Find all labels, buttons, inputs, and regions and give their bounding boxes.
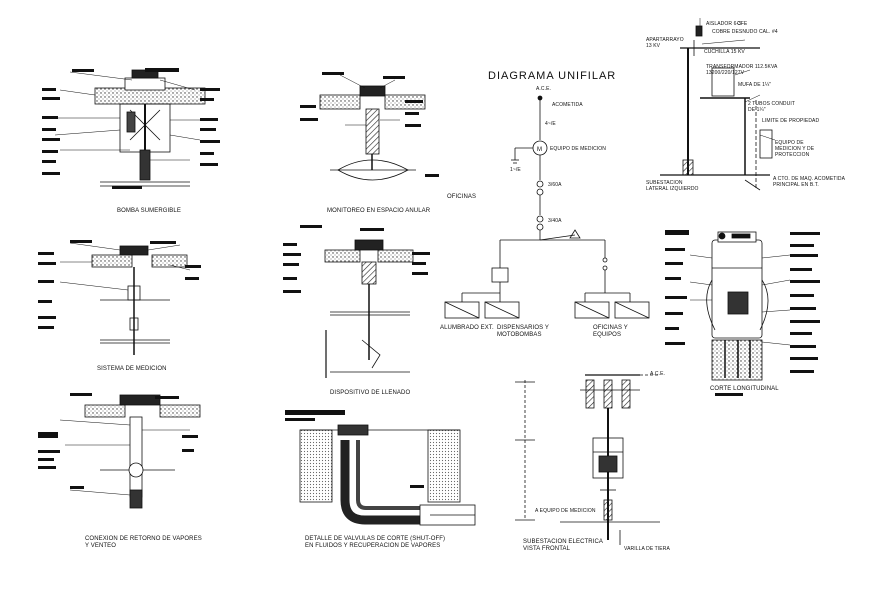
detail-medicion (38, 240, 201, 355)
substation-equipo-medicion: EQUIPO DE MEDICION Y DE PROTECCION (775, 140, 815, 158)
svg-text:M: M (537, 147, 542, 153)
unifilar-branch-2: DISPENSARIOS Y MOTOBOMBAS (497, 325, 549, 338)
front-varilla: VARILLA DE TIERA (624, 546, 670, 552)
caption-monitoreo: MONITOREO EN ESPACIO ANULAR (327, 208, 431, 214)
substation-cobre: COBRE DESNUDO CAL. #4 (712, 29, 778, 35)
detail-monitoreo (300, 72, 439, 181)
substation-front (515, 374, 660, 545)
caption-medicion: SISTEMA DE MEDICION (97, 366, 167, 372)
caption-bomba: BOMBA SUMERGIBLE (117, 208, 181, 214)
detail-llenado (283, 225, 430, 378)
unifilar-load-small: 4~/E (545, 121, 556, 127)
unifilar-breaker-b: 3/40A (548, 218, 562, 224)
caption-valvulas: DETALLE DE VALVULAS DE CORTE (SHUT-OFF) … (305, 536, 446, 549)
detail-corte-longitudinal (665, 230, 820, 396)
unifilar-branch-1: ALUMBRADO EXT. (440, 325, 494, 331)
caption-retorno: CONEXION DE RETORNO DE VAPORES Y VENTEO (85, 536, 202, 549)
unifilar-meter: EQUIPO DE MEDICION (550, 146, 606, 152)
substation-limite: LIMITE DE PROPIEDAD (762, 118, 820, 124)
substation-tubos: 2 TUBOS CONDUIT DE 1¼" (748, 101, 795, 113)
detail-retorno (38, 393, 201, 509)
caption-corte: CORTE LONGITUDINAL (710, 386, 779, 392)
detail-bomba-sumergible (42, 68, 220, 189)
substation-cuchilla: CUCHILLA 15 KV (704, 49, 745, 55)
substation-aislador: AISLADOR 6-3 (706, 21, 742, 27)
substation-side (660, 18, 776, 191)
unifilar-branch-3: OFICINAS Y EQUIPOS (593, 325, 628, 338)
caption-subestacion-frontal: SUBESTACION ELECTRICA VISTA FRONTAL (523, 539, 604, 552)
unifilar-top-sub: ACOMETIDA (552, 102, 583, 108)
unifilar-bottom-left: 1~/E (510, 167, 521, 173)
substation-mufa: MUFA DE 1¼" (738, 82, 772, 88)
substation-tablero: A CTO. DE MAQ. ACOMETIDA PRINCIPAL EN B.… (773, 176, 846, 188)
caption-subestacion-lateral: SUBESTACION LATERAL IZQUIERDO (646, 180, 699, 192)
unifilar-top-node: A.C.E. (536, 86, 552, 92)
front-ace: A.C.E. (650, 371, 666, 377)
single-line-diagram: M (444, 95, 650, 319)
diagram-title: DIAGRAMA UNIFILAR (488, 70, 617, 82)
unifilar-oficinas: OFICINAS (447, 194, 477, 200)
front-equipo: A EQUIPO DE MEDICION (535, 508, 596, 514)
caption-llenado: DISPOSITIVO DE LLENADO (330, 390, 411, 396)
substation-cfe: CFE (737, 21, 748, 27)
unifilar-breaker-a: 3/60A (548, 182, 562, 188)
substation-apartarrayo: APARTARRAYO 13 KV (646, 37, 684, 49)
detail-valvulas (285, 410, 476, 526)
substation-transformador: TRANSFORMADOR 112.5KVA 13200/220/127V (706, 64, 778, 76)
